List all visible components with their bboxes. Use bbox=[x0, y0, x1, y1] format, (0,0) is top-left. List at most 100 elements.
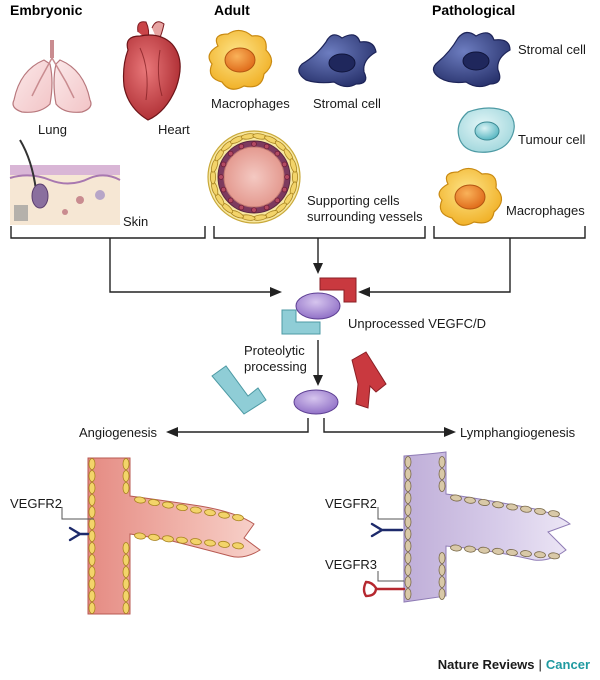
embryonic-bracket bbox=[10, 226, 206, 239]
endothelial-cell bbox=[122, 458, 130, 470]
embryonic-arrow-line bbox=[109, 238, 272, 293]
endothelial-cell bbox=[204, 509, 216, 517]
blood-endothelial-cells bbox=[88, 458, 244, 614]
lymphatic-endothelial-cell bbox=[492, 501, 504, 509]
label-stromal-adult: Stromal cell bbox=[313, 96, 381, 111]
lymphatic-endothelial-cell bbox=[438, 468, 446, 480]
lymphatic-endothelial-cell bbox=[404, 492, 412, 504]
endothelial-cell bbox=[122, 590, 130, 602]
endothelial-cell bbox=[88, 506, 96, 518]
endothelial-cell bbox=[134, 532, 146, 540]
arrowhead-pathological bbox=[358, 287, 370, 297]
endothelial-cell bbox=[232, 514, 244, 522]
lymphatic-endothelial-cell bbox=[464, 496, 476, 504]
credit-separator: | bbox=[538, 657, 542, 672]
label-unprocessed-vegf: Unprocessed VEGFC/D bbox=[348, 316, 486, 331]
skin-section-illustration bbox=[9, 139, 121, 225]
lymphatic-endothelial-cell bbox=[450, 544, 462, 552]
endothelial-cell bbox=[122, 554, 130, 566]
endothelial-cell bbox=[162, 501, 174, 509]
lymphatic-endothelial-cell bbox=[548, 552, 560, 560]
lymphatic-endothelial-cell bbox=[404, 480, 412, 492]
label-macrophages-pathological: Macrophages bbox=[506, 203, 585, 218]
vegf-core bbox=[295, 292, 341, 320]
lymphatic-endothelial-cell bbox=[478, 546, 490, 554]
vegf-blue-arm bbox=[281, 309, 321, 335]
endothelial-cell bbox=[88, 470, 96, 482]
lymphatic-endothelial-cell bbox=[520, 505, 532, 513]
split-arrows bbox=[176, 418, 446, 433]
lung-illustration bbox=[12, 40, 92, 113]
lymphatic-endothelial-cell bbox=[506, 503, 518, 511]
lymph-vessel-branch bbox=[403, 451, 572, 603]
endothelial-cell bbox=[88, 602, 96, 614]
endothelial-cell bbox=[218, 511, 230, 519]
lymphatic-endothelial-cell bbox=[404, 516, 412, 528]
endothelial-nucleus bbox=[263, 143, 270, 150]
arrowheads-split bbox=[166, 427, 456, 437]
endothelial-nucleus bbox=[251, 141, 257, 147]
endothelial-cell bbox=[88, 578, 96, 590]
tumour-cell bbox=[457, 107, 515, 153]
endothelial-cell bbox=[122, 470, 130, 482]
endothelial-cell bbox=[88, 482, 96, 494]
label-macrophages-adult: Macrophages bbox=[211, 96, 290, 111]
vegf-red-arm bbox=[319, 277, 357, 303]
arrowhead-embryonic bbox=[270, 287, 282, 297]
header-pathological: Pathological bbox=[432, 2, 516, 18]
endothelial-cell bbox=[88, 458, 96, 470]
vegfr3-receptor bbox=[362, 571, 406, 598]
lymphatic-endothelial-cell bbox=[438, 552, 446, 564]
credit-journal: Nature Reviews bbox=[437, 657, 535, 672]
arrowhead-processing bbox=[313, 375, 323, 386]
endothelial-cell bbox=[122, 566, 130, 578]
header-adult: Adult bbox=[214, 2, 250, 18]
endothelial-nucleus bbox=[227, 150, 234, 157]
endothelial-cell bbox=[122, 602, 130, 614]
endothelial-cell bbox=[218, 540, 230, 548]
stromal-cell-adult bbox=[298, 34, 377, 88]
endothelial-cell bbox=[148, 499, 160, 506]
lymphatic-endothelial-cell bbox=[438, 480, 446, 492]
endothelial-cell bbox=[162, 535, 174, 543]
endothelial-cell bbox=[232, 542, 244, 550]
lymphatic-endothelial-cell bbox=[548, 510, 560, 518]
label-vegfr2-right: VEGFR2 bbox=[325, 496, 378, 511]
lymphatic-endothelial-cell bbox=[450, 494, 462, 502]
arrowhead-lymphangiogenesis bbox=[444, 427, 456, 437]
label-skin: Skin bbox=[123, 214, 149, 229]
label-proteolytic-line1: Proteolytic bbox=[244, 343, 305, 358]
lymphatic-endothelial-cell bbox=[520, 550, 532, 558]
label-proteolytic-line2: processing bbox=[244, 359, 307, 374]
endothelial-cell bbox=[122, 578, 130, 590]
endothelial-cell bbox=[134, 496, 146, 504]
lymphatic-endothelial-cell bbox=[404, 504, 412, 516]
lymphatic-endothelial-cell bbox=[404, 564, 412, 576]
lymphatic-endothelial-cell bbox=[506, 549, 518, 556]
unprocessed-vegf-molecule bbox=[281, 277, 357, 335]
label-heart: Heart bbox=[158, 122, 190, 137]
endothelial-cell bbox=[176, 504, 188, 512]
endothelial-cell bbox=[190, 538, 202, 546]
lymphatic-endothelial-cell bbox=[404, 468, 412, 480]
endothelial-nucleus bbox=[218, 174, 224, 180]
label-tumour-cell: Tumour cell bbox=[518, 132, 586, 147]
lymphatic-endothelial-cell bbox=[404, 540, 412, 552]
endothelial-cell bbox=[88, 494, 96, 506]
adult-bracket bbox=[213, 226, 426, 239]
lymphatic-endothelial-cell bbox=[438, 564, 446, 576]
label-lymphangiogenesis: Lymphangiogenesis bbox=[460, 425, 576, 440]
endothelial-nucleus bbox=[263, 204, 270, 211]
lymphatic-endothelial-cell bbox=[438, 588, 446, 600]
macrophage-pathological bbox=[438, 167, 503, 226]
supporting-cells-ring bbox=[209, 133, 299, 221]
label-vegfr3: VEGFR3 bbox=[325, 557, 378, 572]
endothelial-nucleus bbox=[284, 174, 290, 180]
arrowhead-adult bbox=[313, 263, 323, 274]
journal-credit: Nature Reviews|Cancer bbox=[438, 657, 590, 672]
endothelial-nucleus bbox=[251, 207, 257, 213]
lymphatic-endothelial-cell bbox=[438, 576, 446, 588]
lymphatic-endothelial-cell bbox=[404, 576, 412, 588]
endothelial-nucleus bbox=[220, 161, 227, 168]
